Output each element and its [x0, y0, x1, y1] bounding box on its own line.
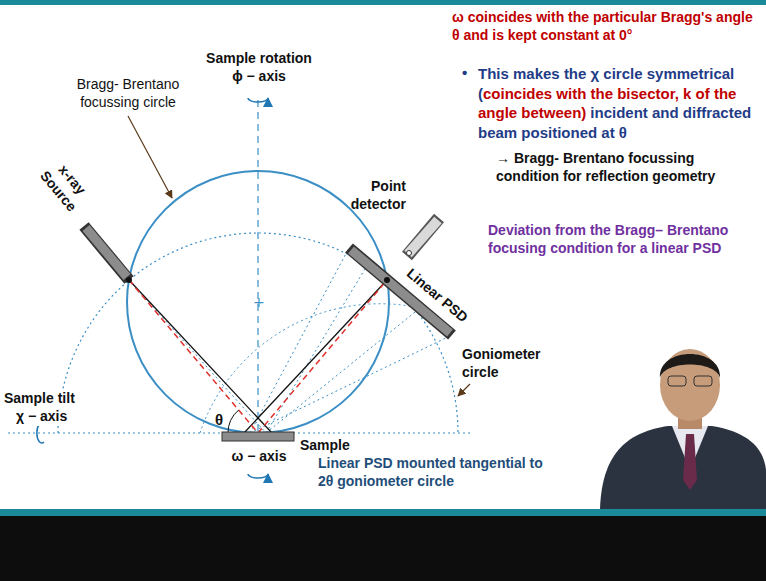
top-bar: [0, 0, 766, 5]
bottom-stripe: [0, 509, 766, 516]
focus-dot: [126, 277, 132, 283]
center-mark: +: [253, 294, 265, 310]
omega-arrow: [248, 474, 268, 478]
presenter-head: [660, 349, 720, 421]
axis-title: Sample tilt: [2, 390, 96, 408]
axis-name: χ − axis: [14, 408, 88, 426]
note: Deviation from the Bragg– Brentano focus…: [488, 222, 738, 257]
sample-plate: [222, 432, 294, 441]
tilt-arrow: [37, 423, 44, 443]
part-label: Bragg- Brentano focussing circle: [66, 76, 190, 111]
axis-name: ϕ − axis: [214, 68, 304, 86]
source-outline: [84, 226, 129, 280]
focusing-circle: [127, 171, 389, 433]
part-label: Point detector: [340, 178, 406, 213]
point-detector: [408, 220, 438, 254]
axis-title: Sample rotation: [204, 50, 314, 68]
ray: [266, 264, 368, 433]
incident-beam: [129, 280, 272, 433]
ray: [250, 248, 349, 433]
x-ray-source: [86, 228, 127, 277]
ray-arc: [200, 304, 420, 433]
bullet-text: This makes the χ circle symmetrical (coi…: [478, 64, 760, 142]
presenter-glasses: [694, 376, 712, 386]
note: Linear PSD mounted tangential to 2θ goni…: [318, 455, 558, 490]
ray: [129, 280, 266, 433]
leader-arrow: [128, 116, 172, 198]
part-label: Goniometer circle: [462, 346, 552, 381]
presenter-tie: [683, 434, 697, 490]
bottom-bar: [0, 516, 766, 581]
presenter: [600, 349, 766, 509]
detector-window: [407, 251, 412, 256]
part-label: x-ray Source: [29, 147, 101, 223]
detector-dot: [384, 277, 390, 283]
angle-label: θ: [213, 411, 225, 430]
theta-arc: [228, 410, 239, 433]
part-label: Sample: [298, 437, 362, 455]
bullet: •: [462, 64, 476, 83]
ray: [250, 335, 452, 433]
diffracted-beam: [244, 280, 387, 433]
rotation-arrow: [248, 98, 268, 102]
note: ω coincides with the particular Bragg's …: [452, 9, 762, 44]
phi-axis: [257, 100, 258, 433]
presenter-suit: [600, 426, 766, 509]
note: → Bragg- Brentano focussing condition fo…: [496, 150, 758, 185]
presenter-hair: [660, 354, 720, 378]
detector-outline: [407, 218, 439, 256]
leader-arrow: [458, 384, 470, 396]
bisector-beam: [129, 280, 387, 433]
axis-name: ω − axis: [214, 448, 304, 466]
presenter-glasses: [668, 376, 686, 386]
psd-rays: [129, 248, 452, 433]
